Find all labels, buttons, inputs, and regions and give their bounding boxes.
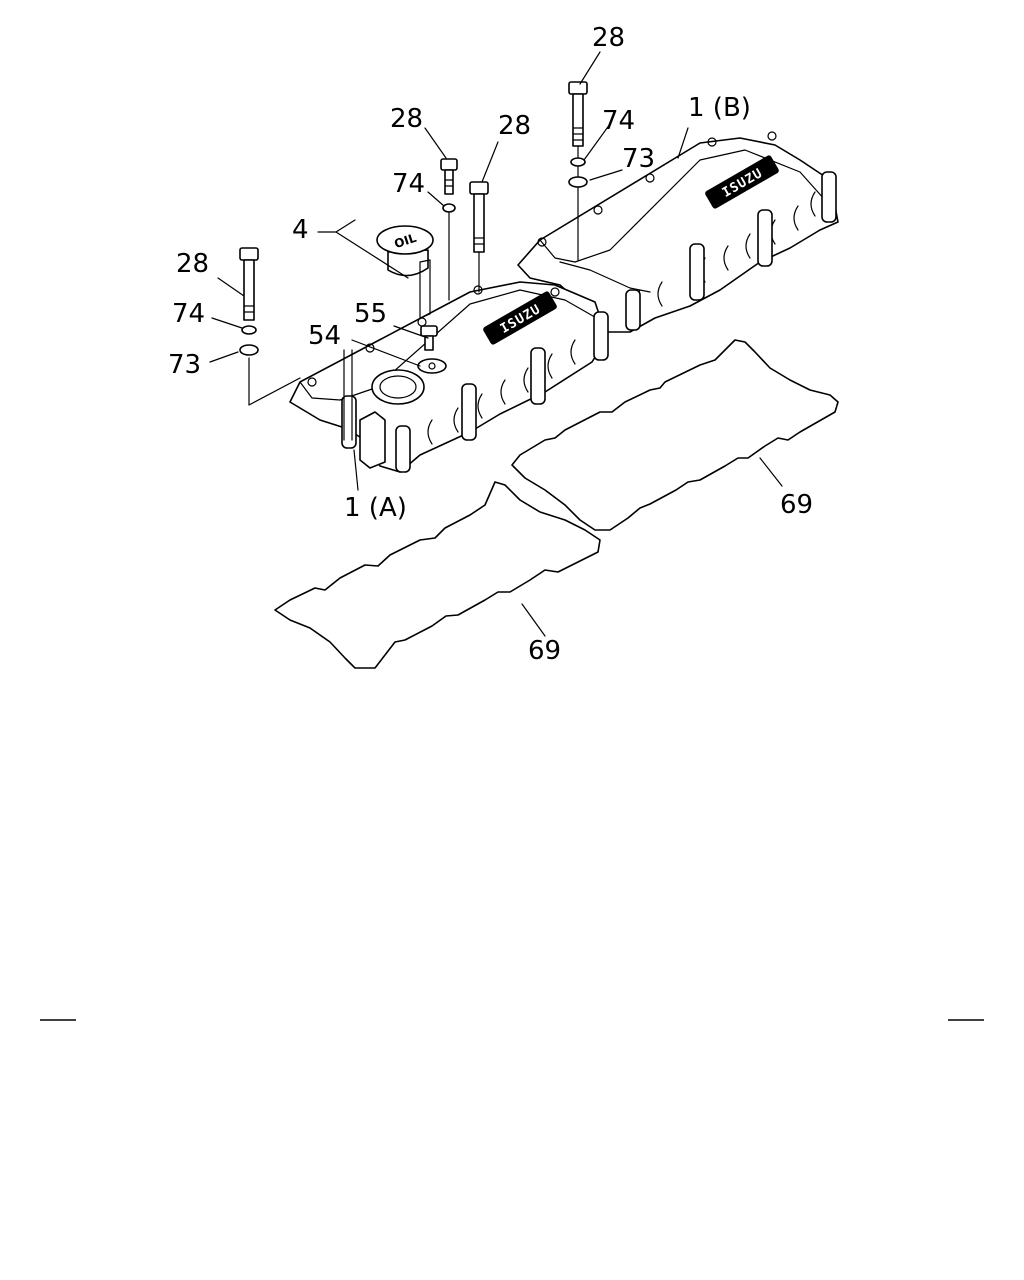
callout-28-top: 28: [592, 23, 625, 53]
washer-icon: [568, 176, 588, 188]
callout-54: 54: [308, 321, 341, 351]
callout-1b: 1 (B): [688, 93, 751, 123]
callout-69-left: 69: [528, 636, 561, 666]
washer-icon: [417, 358, 447, 374]
callout-74-right: 74: [602, 106, 635, 136]
callout-55: 55: [354, 299, 387, 329]
oil-cap-text: OIL: [393, 231, 419, 251]
valve-cover-a: ISUZU: [289, 281, 609, 473]
bolt-icon: [420, 325, 438, 351]
bolt-icon: [568, 81, 588, 147]
oil-cap-icon: OIL: [376, 225, 434, 277]
bolt-icon: [440, 158, 458, 195]
callout-74-left: 74: [172, 299, 205, 329]
washer-icon: [442, 203, 456, 213]
bolt-icon: [239, 247, 259, 321]
valve-cover-b: ISUZU: [517, 131, 839, 333]
callout-74-mid: 74: [392, 169, 425, 199]
bolt-icon: [469, 181, 489, 253]
callout-73-right: 73: [622, 144, 655, 174]
callout-28-left: 28: [176, 249, 209, 279]
valve-cover-icon: [289, 281, 608, 473]
callout-28-mid: 28: [390, 104, 423, 134]
washer-icon: [241, 325, 257, 335]
callout-4: 4: [292, 215, 309, 245]
washer-icon: [570, 157, 586, 167]
callout-1a: 1 (A): [344, 493, 407, 523]
callout-28-right: 28: [498, 111, 531, 141]
callout-73-left: 73: [168, 350, 201, 380]
leader-lines: [209, 51, 783, 637]
gasket-icon: [274, 481, 601, 669]
gasket-icon: [511, 339, 839, 531]
callout-69-right: 69: [780, 490, 813, 520]
washer-icon: [239, 344, 259, 356]
